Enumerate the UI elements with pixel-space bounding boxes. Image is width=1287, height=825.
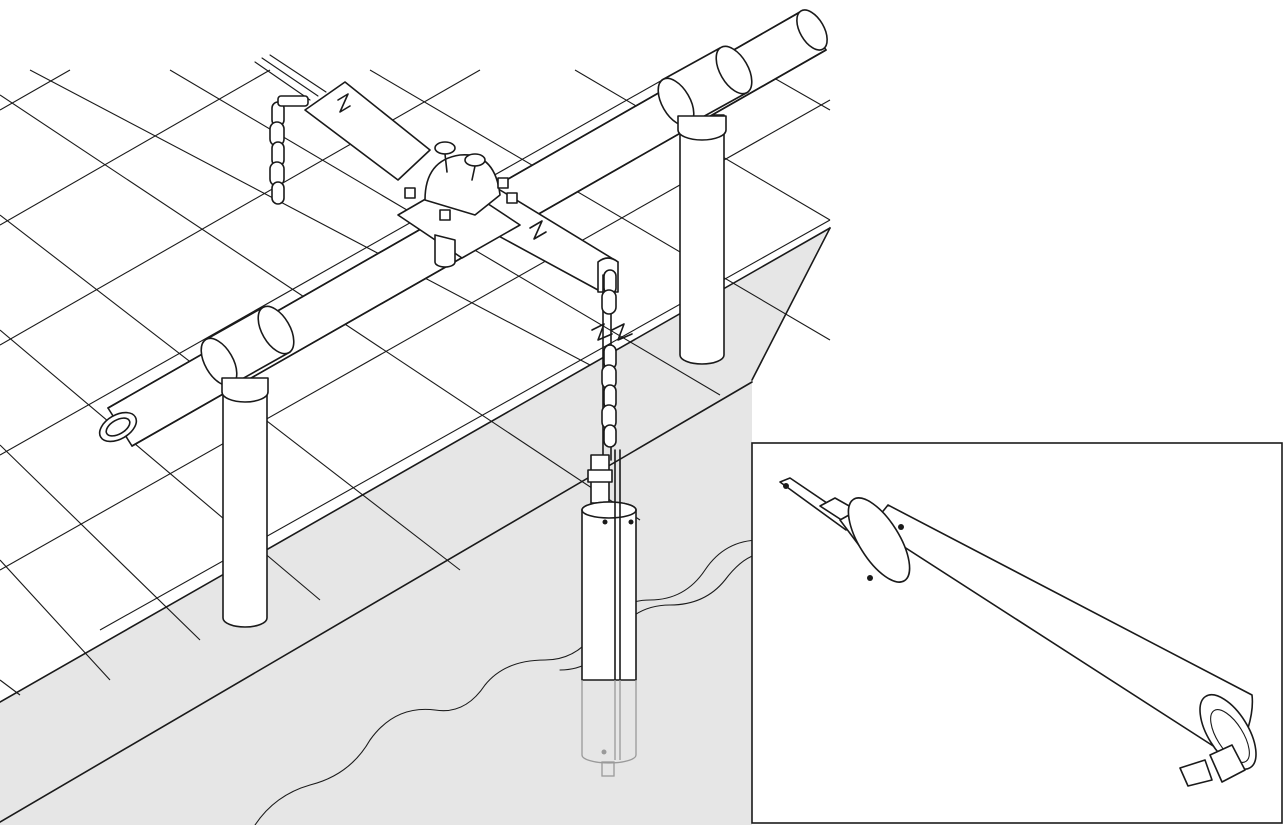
right-post bbox=[679, 114, 725, 365]
hanging-chain bbox=[591, 269, 633, 461]
detail-inset bbox=[751, 442, 1283, 824]
pipe-clamp bbox=[397, 141, 521, 268]
safety-chain-left bbox=[269, 95, 309, 205]
left-tee-fitting bbox=[200, 305, 295, 403]
left-post bbox=[222, 379, 268, 628]
sensor-probe bbox=[581, 449, 637, 777]
right-tee-fitting bbox=[657, 45, 753, 141]
cross-arm-back bbox=[254, 54, 431, 181]
water-surface bbox=[254, 514, 811, 825]
